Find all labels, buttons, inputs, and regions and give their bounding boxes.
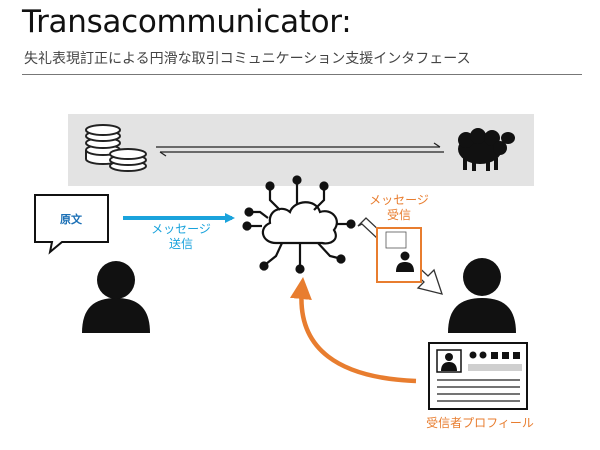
sheep-icon [458,128,515,171]
transaction-band [68,114,534,186]
receiver-person-icon [448,258,516,333]
sender-person-icon [82,261,150,333]
speech-bubble [34,194,109,255]
receive-label-line1: メッセージ [369,193,429,207]
cloud-network-icon [242,175,356,274]
page-title: Transacommunicator: [22,4,352,40]
title-divider [22,74,582,75]
profile-card-icon [428,342,528,410]
send-label-line1: メッセージ [151,222,211,236]
exchange-arrows-icon [156,142,444,157]
profile-label: 受信者プロフィール [426,416,534,430]
send-label: メッセージ 送信 [146,222,216,252]
original-text-label: 原文 [60,213,82,226]
received-message-card [376,227,422,283]
profile-feedback-arrow [289,277,417,384]
send-label-line2: 送信 [168,237,193,251]
receive-label-line2: 受信 [386,208,411,222]
coins-icon [85,124,147,172]
page-subtitle: 失礼表現訂正による円滑な取引コミュニケーション支援インタフェース [24,51,471,67]
receive-label: メッセージ 受信 [364,193,434,223]
